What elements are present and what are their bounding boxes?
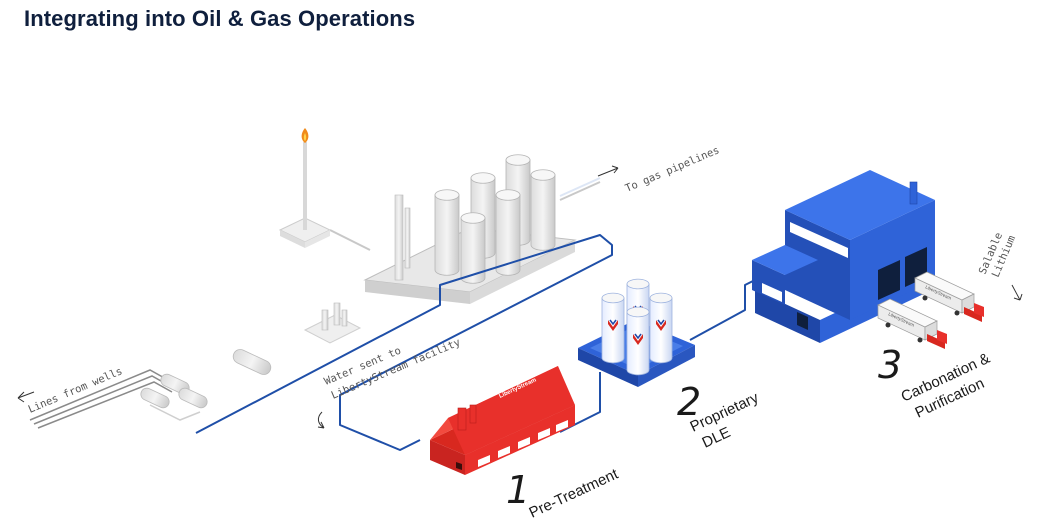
purification-building [752,170,935,343]
gas-pipes [329,177,601,251]
compressor-platform [303,302,362,344]
return-arrow-icon [317,411,325,429]
page-title: Integrating into Oil & Gas Operations [24,6,416,31]
step-2: 2 Proprietary DLE [677,380,762,452]
trucks: LibertyStream LibertyStream [877,271,984,349]
mid-tank [232,349,272,375]
storage-tank [460,212,486,284]
storage-tanks [434,154,556,284]
svg-text:Lines from wells: Lines from wells [26,365,124,416]
step-2-number: 2 [677,380,701,424]
brand-logo-icon [608,320,618,331]
pretreatment-building: LibertyStream [430,366,575,475]
step-3: 3 Carbonation & Purification [878,343,993,422]
dle-columns [601,278,673,376]
step-1-number: 1 [506,468,530,512]
dle-column [626,306,650,376]
to-gas-pipelines-label: To gas pipelines [597,144,721,195]
svg-text:To gas pipelines: To gas pipelines [623,144,721,195]
storage-tank [434,189,460,276]
truck-1: LibertyStream [877,298,947,349]
step-1-label: Pre-Treatment [527,465,622,521]
separator-units [140,373,208,421]
brand-logo-icon [656,320,666,331]
step-3-number: 3 [878,343,902,387]
brand-logo-accent [609,319,617,326]
dle-column [649,292,673,364]
arrow-right-icon [597,165,619,177]
brand-logo-accent [634,333,642,340]
flare-stack [278,128,332,248]
step-1: 1 Pre-Treatment [506,465,622,521]
arrow-down-icon [1011,284,1023,301]
storage-tank [495,189,521,276]
arrow-left-icon [17,391,35,403]
dle-column [601,292,625,364]
brand-logo-accent [657,319,665,326]
brand-logo-icon [633,334,643,345]
truck-2: LibertyStream [914,271,984,322]
salable-lithium-label: Salable Lithium [977,231,1023,301]
storage-tank [530,169,556,251]
